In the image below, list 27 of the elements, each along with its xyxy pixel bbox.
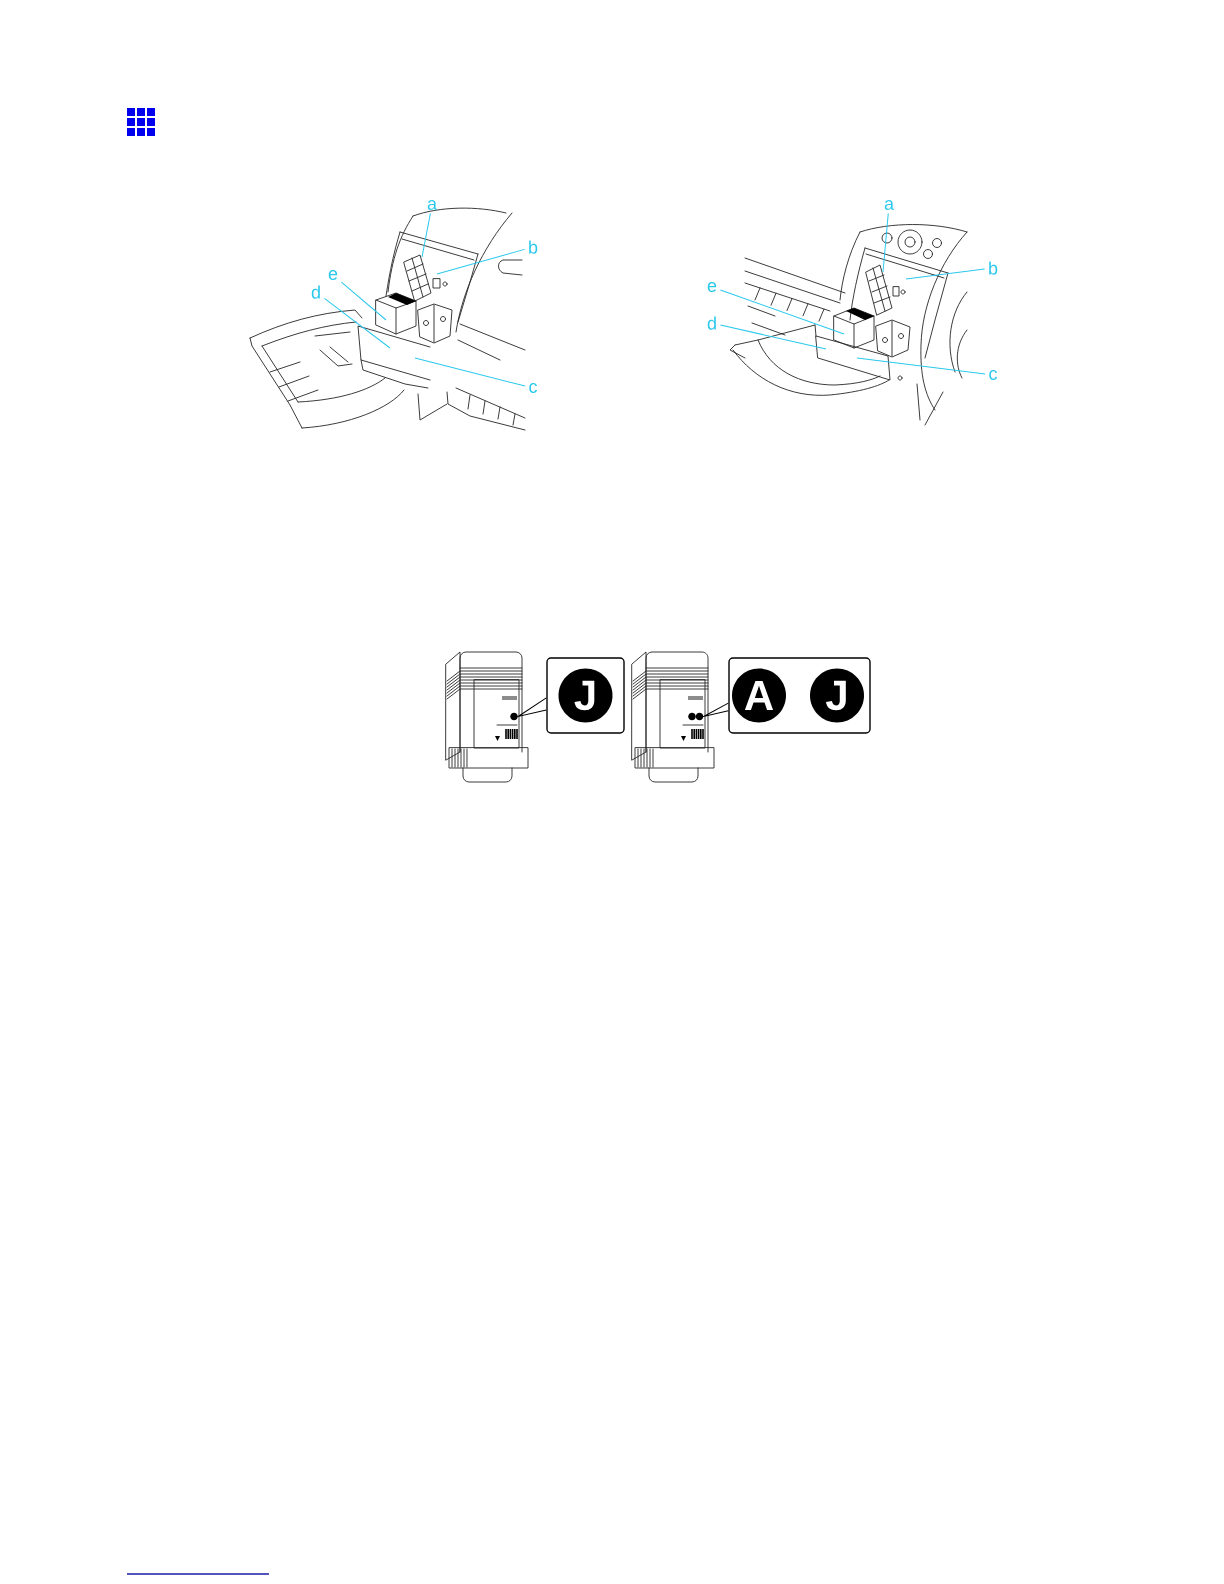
letter-badge: J bbox=[558, 668, 613, 723]
callout-letter: a bbox=[427, 200, 437, 210]
letter-badge: A bbox=[732, 668, 786, 723]
leader-line bbox=[719, 324, 827, 350]
callout-letter: e bbox=[328, 270, 338, 280]
callout-letter: c bbox=[529, 383, 538, 393]
leader-line bbox=[703, 702, 729, 717]
callout-letter: b bbox=[989, 261, 998, 275]
callout-letter: c bbox=[989, 370, 998, 380]
letter-badge: J bbox=[810, 668, 864, 723]
leader-line bbox=[882, 212, 889, 273]
leader-line bbox=[340, 281, 387, 321]
leader-line bbox=[323, 297, 391, 349]
callout-letter: d bbox=[707, 316, 716, 330]
callout-letter: d bbox=[311, 285, 320, 299]
callout-letter: b bbox=[529, 240, 538, 254]
leader-line bbox=[517, 697, 547, 717]
leader-line bbox=[719, 289, 845, 335]
callout-letter: e bbox=[707, 282, 717, 292]
callout-box bbox=[728, 657, 871, 734]
leader-line bbox=[421, 212, 431, 258]
leader-line bbox=[905, 268, 986, 280]
callout-letter: a bbox=[884, 200, 894, 210]
leader-line bbox=[436, 248, 526, 275]
leader-line bbox=[414, 357, 526, 387]
callout-box bbox=[546, 657, 625, 734]
leader-line bbox=[856, 357, 986, 375]
